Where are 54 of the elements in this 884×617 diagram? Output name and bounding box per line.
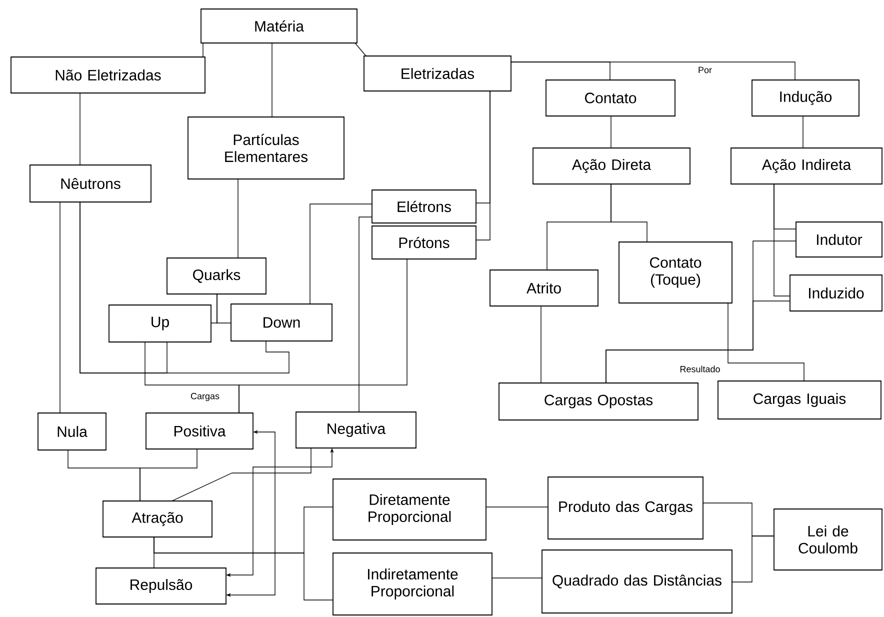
- concept-box: Eletrizadas: [364, 56, 512, 92]
- connector-line: [310, 204, 372, 304]
- concept-box: Matéria: [200, 8, 358, 44]
- concept-box: Ação Indireta: [730, 148, 882, 184]
- connector-line: [216, 294, 232, 324]
- connector-line: [610, 116, 612, 148]
- connector-line: [802, 116, 804, 148]
- connector-line: [732, 536, 774, 582]
- connector-line: [80, 202, 290, 374]
- connector-line: [172, 448, 312, 502]
- concept-box: Cargas Opostas: [498, 382, 698, 420]
- concept-box: Diretamente Proporcional: [332, 478, 486, 540]
- concept-box: Prótons: [372, 226, 476, 260]
- concept-box: Nêutrons: [30, 164, 152, 202]
- concept-box: Up: [108, 304, 212, 342]
- connector-line: [774, 184, 790, 296]
- connector-line: [610, 184, 648, 242]
- concept-box: Atração: [102, 500, 212, 538]
- connector-line: [540, 306, 542, 384]
- connector-line: [476, 90, 490, 240]
- concept-box: Indução: [752, 80, 860, 116]
- concept-box: Repulsão: [96, 568, 226, 604]
- connector-line: [486, 506, 548, 508]
- concept-box: Cargas Iguais: [718, 380, 882, 420]
- edge-label: Resultado: [678, 364, 722, 374]
- concept-box: Quadrado das Distâncias: [542, 550, 732, 614]
- connector-line: [140, 448, 198, 502]
- concept-box: Nula: [38, 412, 106, 450]
- concept-box: Ação Direta: [532, 148, 690, 184]
- connector-line: [144, 342, 240, 414]
- concept-box: Elétrons: [372, 190, 476, 224]
- concept-box: Contato (Toque): [618, 242, 732, 304]
- connector-line: [728, 302, 804, 382]
- concept-box: Quarks: [166, 258, 266, 294]
- connector-line: [202, 42, 204, 58]
- concept-box: Não Eletrizadas: [10, 56, 206, 94]
- concept-box: Down: [230, 304, 332, 342]
- concept-box: Positiva: [146, 412, 254, 450]
- concept-box: Negativa: [296, 412, 416, 448]
- connector-line: [154, 536, 334, 600]
- connector-line: [358, 216, 372, 412]
- concept-box: Indutor: [796, 222, 882, 258]
- connector-line: [510, 62, 796, 80]
- concept-box: Lei de Coulomb: [774, 508, 882, 570]
- concept-box: Produto das Cargas: [548, 476, 704, 540]
- concept-box: Partículas Elementares: [188, 116, 344, 180]
- edge-label: Cargas: [190, 392, 220, 402]
- connector-line: [606, 300, 790, 384]
- concept-box: Indiretamente Proporcional: [332, 552, 492, 616]
- connector-line: [354, 42, 366, 56]
- concept-box: Contato: [546, 80, 676, 116]
- concept-box: Induzido: [790, 274, 882, 312]
- concept-box: Atrito: [490, 270, 598, 306]
- edge-label: Por: [697, 66, 713, 74]
